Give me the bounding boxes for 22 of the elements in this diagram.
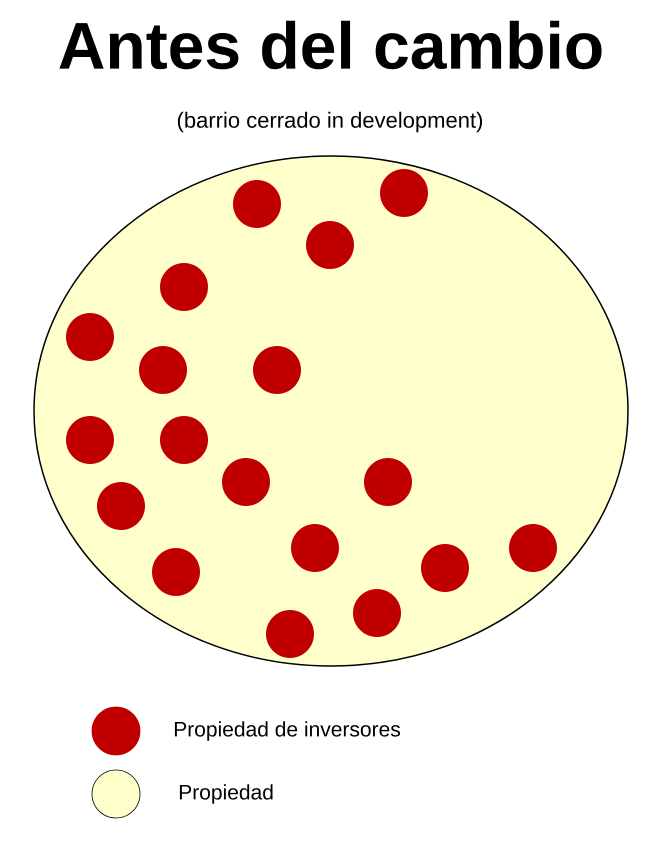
property-dot (160, 416, 208, 464)
property-dot (152, 548, 200, 596)
legend-label: Propiedad (180, 784, 273, 804)
property-dot (160, 263, 208, 311)
property-dot (380, 169, 428, 217)
property-dot (253, 346, 301, 394)
title: Antes del cambio (59, 20, 602, 70)
property-dot (509, 524, 557, 572)
legend-label: Propiedad de inversores (174, 721, 400, 741)
property-dot (306, 221, 354, 269)
property-dot (97, 482, 145, 530)
property-dot (66, 313, 114, 361)
property-dot (66, 416, 114, 464)
subtitle: (barrio cerrado in development) (178, 112, 482, 132)
property-dot (233, 180, 281, 228)
property-dot (266, 610, 314, 658)
property-dot (222, 458, 270, 506)
property-dot (139, 346, 187, 394)
property-dot (353, 589, 401, 637)
property-dot (291, 524, 339, 572)
property-dot (364, 458, 412, 506)
property-dot (421, 544, 469, 592)
